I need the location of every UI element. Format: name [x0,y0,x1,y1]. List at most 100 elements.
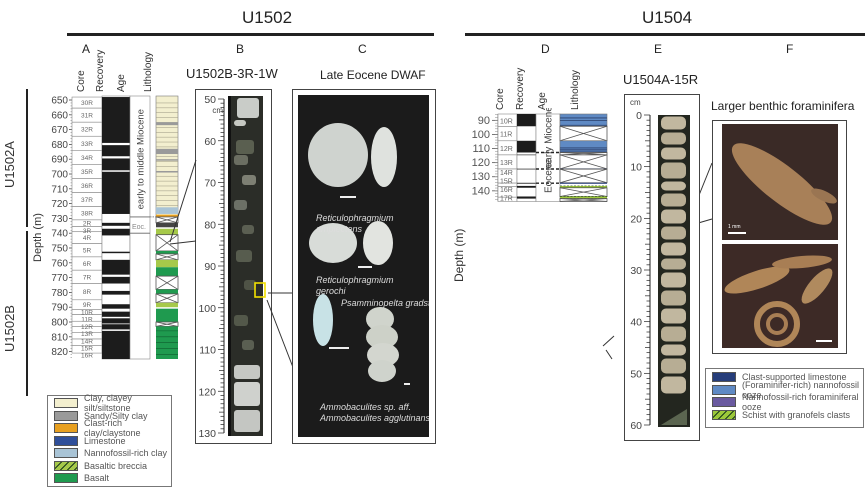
panel-f-title: Larger benthic foraminifera [711,99,855,113]
legend-label: Nannofossil-rich foraminiferal ooze [742,392,859,413]
depth-tick-label: 100 [472,129,490,141]
legend-swatch [54,423,78,434]
age-label-eocene: Eocene [544,159,555,193]
depth-tick-label: 120 [472,157,490,169]
legend-swatch [712,384,736,395]
hole-bracket-u1502b [26,231,28,396]
lithology-sandy-clay [156,148,178,155]
recovery-interval [517,140,536,153]
specimen-ammobaculites-1 [366,307,394,331]
depth-tick-label: 90 [478,115,490,127]
no-recovery-cross [155,253,179,261]
connector-d-e-line [605,349,613,360]
depth-tick-label: 760 [51,258,68,269]
panel-letter-e: E [654,42,663,56]
depth-tick-label: 810 [51,332,68,343]
core-clast [234,315,248,326]
no-recovery-cross [155,234,179,252]
ruler-unit: cm [212,106,223,115]
col-header-lithology: Lithology [570,69,581,110]
legend-label: Schist with granofels clasts [742,409,851,420]
foraminifera-thin-section [724,255,833,347]
lithology-basaltic-breccia [156,228,178,235]
panel-letter-b: B [236,42,245,56]
age-column [129,95,151,360]
core-clast [242,340,254,350]
depth-tick-label: 800 [51,318,68,329]
panel-e-unit: cm [630,98,641,107]
foraminifera-specimens [308,123,410,385]
core-piece [661,376,686,394]
lithology-basalt [156,267,178,277]
core-label: 16R [81,353,93,360]
core-label: 12R [81,324,93,331]
core-label: 13R [81,331,93,338]
core-piece [661,132,686,145]
core-label: 12R [500,146,513,153]
core-label: 13R [500,160,513,167]
legend-item: Basaltic breccia [48,460,171,473]
depth-axis-label-d: Depth (m) [452,228,466,282]
core-piece [661,209,686,224]
species-name: Ammobaculites sp. aff. [320,402,412,412]
core-label: 15R [81,346,93,353]
core-clast [237,98,259,118]
legend-item: Nannofossil-rich foraminiferal ooze [706,392,863,412]
scale-bar [329,347,349,349]
depth-tick-label: 780 [51,288,68,299]
ruler-tick-label: 40 [630,317,642,329]
legend-item: Nannofossil-rich clay [48,447,171,460]
legend-swatch [712,409,736,420]
age-column [535,113,561,202]
species-name: Ammobaculites agglutinans [320,413,429,423]
recovery-interval [102,228,130,236]
col-header-recovery: Recovery [515,67,526,110]
depth-tick-label: 820 [51,347,68,358]
connector-a-b-bottom [169,240,197,245]
ruler-tick-label: 70 [204,178,216,190]
lithology-sandy-clay [156,171,178,173]
legend-item: (Foraminifer-rich) nannofossil ooze [706,380,863,400]
legend-label: Sandy/Silty clay [84,410,148,421]
core-clast [234,155,248,165]
species-label-3: Psamminopelta gradsteini [341,298,429,309]
legend-swatch [54,435,78,446]
depth-tick-label: 660 [51,110,68,121]
no-recovery-cross [155,321,179,327]
core-piece [661,181,686,191]
depth-tick-label: 110 [472,143,490,155]
species-name: Psamminopelta gradsteini [341,298,429,308]
panel-letter-f: F [786,42,794,56]
legend-swatch [54,448,78,459]
panel-f-thin-section-bottom [722,244,838,348]
specimen-gradsteini [313,294,333,346]
legend-label: Clast-supported limestone [742,372,847,383]
legend-item: Clast-supported limestone [706,371,863,384]
lithology-sandy-clay [156,122,178,126]
lithology-basaltic-breccia [156,302,178,308]
ruler-tick-label: 80 [204,219,216,231]
foram-axial-section [766,313,788,335]
specimen-ammobaculites-3 [367,343,399,367]
depth-tick-label: 690 [51,155,68,166]
ruler-tick-label: 0 [636,110,642,122]
core-clast [234,365,260,379]
species-name: amplectens [316,224,363,234]
panel-d-log: 9010011012013014010R11R12R13R14R15R16R17… [472,108,608,202]
lithology-clast-supported-limestone [560,182,607,184]
lithology-basalt [156,250,178,254]
site-rule-u1504 [465,33,865,36]
connector-b-c-bottom [266,299,295,371]
core-piece [661,193,686,207]
core-label: 5R [83,248,92,255]
core-label: 34R [81,155,93,162]
site-title-u1502: U1502 [242,8,293,27]
core-piece [661,358,686,374]
ruler-tick-label: 10 [630,162,642,174]
depth-tick-label: 730 [51,214,68,225]
species-label-4: Ammobaculites sp. aff. Ammobaculites agg… [320,402,429,424]
lithology-basalt [156,289,178,294]
no-recovery-cross [559,187,608,197]
legend-label: Clay, clayey silt/siltstone [84,393,132,414]
